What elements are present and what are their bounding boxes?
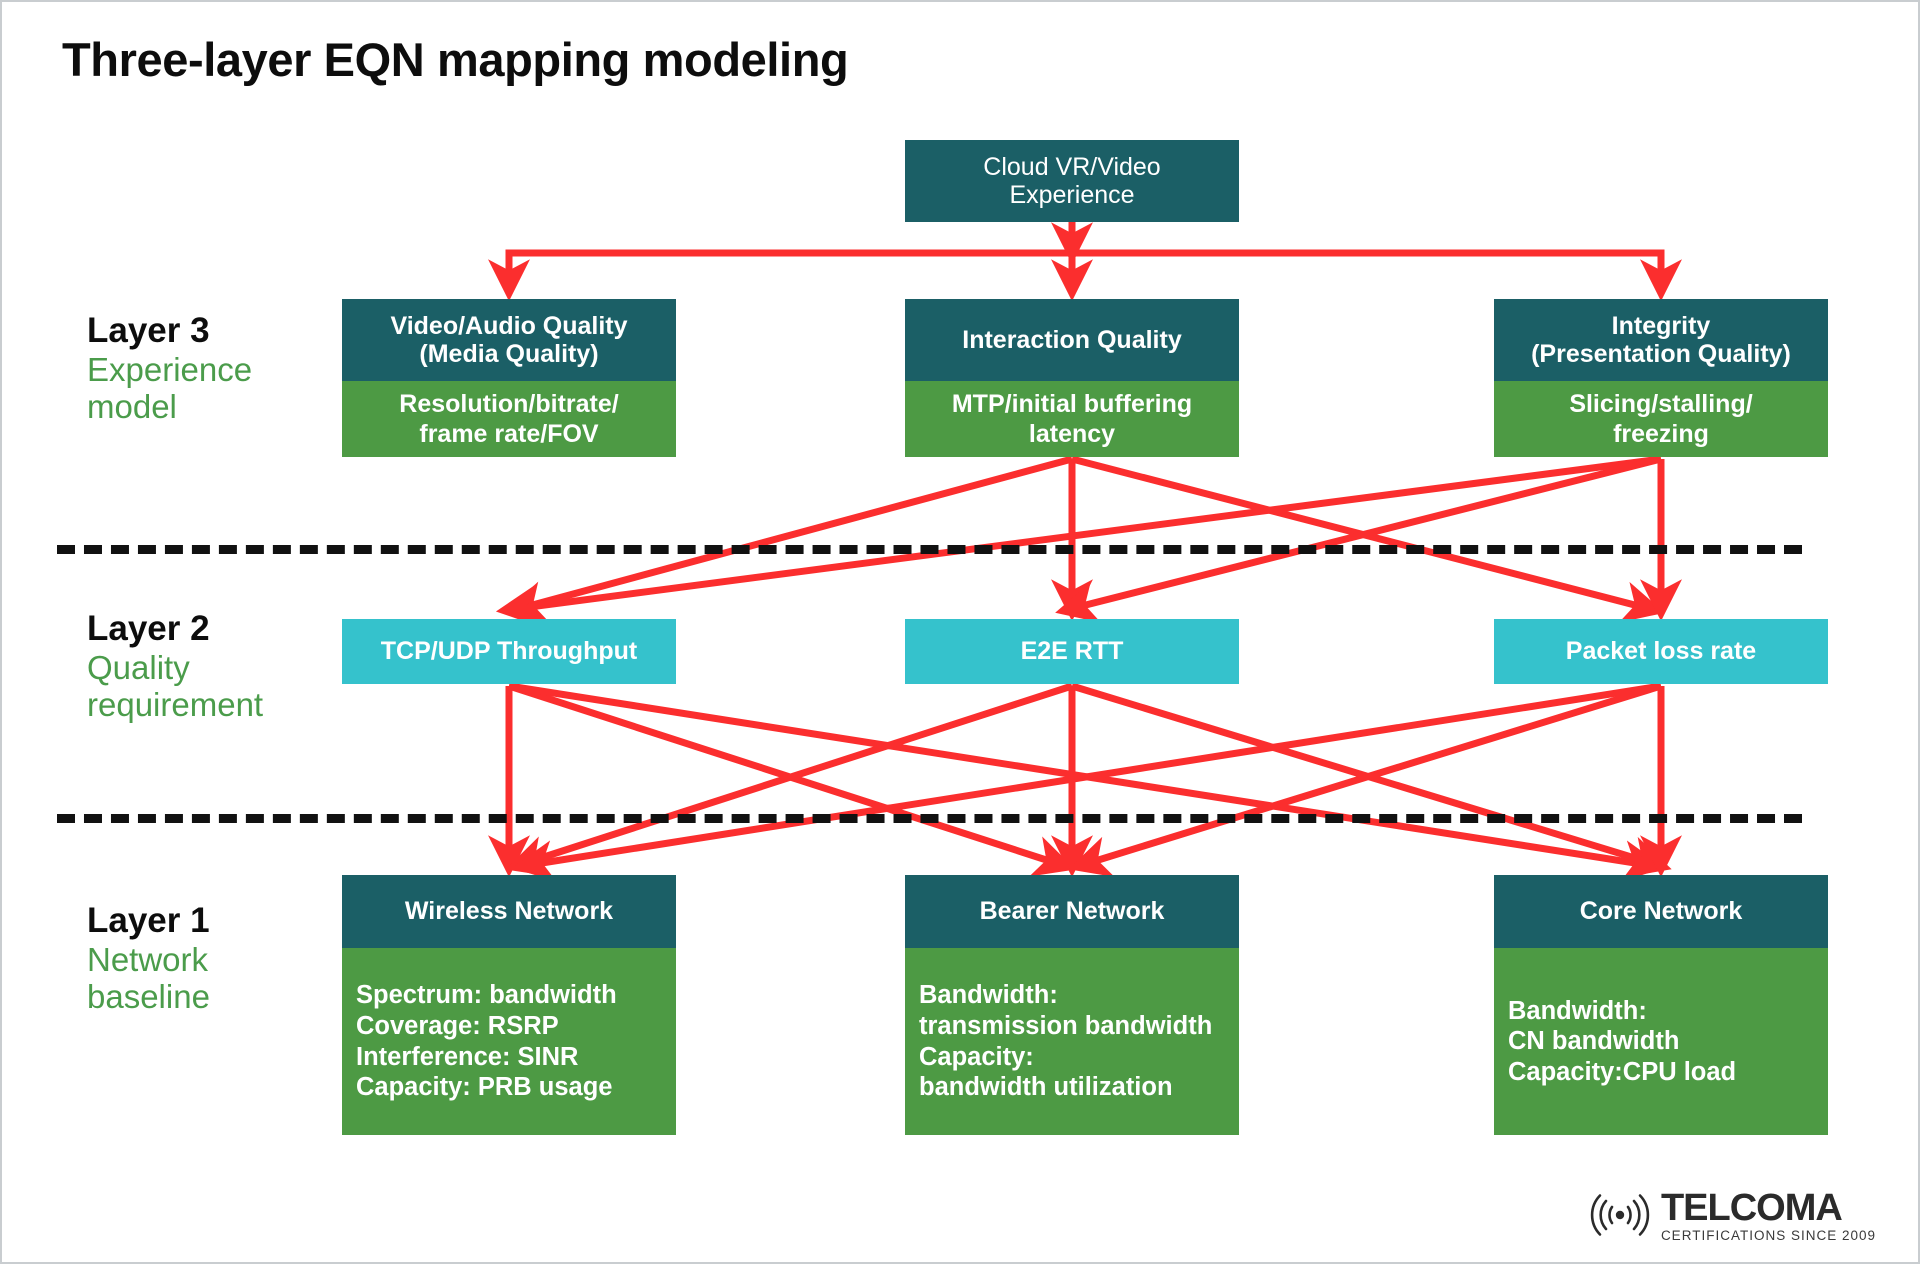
arrow-interaction-to-packetloss (1071, 455, 1665, 623)
core-line-3: Capacity:CPU load (1508, 1057, 1737, 1086)
media-quality-body-line2: frame rate/FOV (419, 420, 599, 448)
node-wireless-network[interactable]: Wireless Network Spectrum: bandwidth Cov… (342, 875, 676, 1135)
node-core-network[interactable]: Core Network Bandwidth: CN bandwidth Cap… (1494, 875, 1828, 1135)
node-packet-loss-rate-label: Packet loss rate (1494, 619, 1828, 684)
arrow-root-to-integrity (1072, 249, 1682, 302)
node-root-header: Cloud VR/Video Experience (905, 140, 1239, 222)
node-interaction-quality-body: MTP/initial buffering latency (905, 381, 1239, 457)
node-tcp-udp-throughput-label: TCP/UDP Throughput (342, 619, 676, 684)
integrity-body-line2: freezing (1613, 420, 1709, 448)
arrow-packetloss-to-wireless (511, 682, 1662, 882)
node-media-quality-header: Video/Audio Quality (Media Quality) (342, 299, 676, 381)
node-bearer-network-header: Bearer Network (905, 875, 1239, 948)
arrow-tcpudp-to-bearer (507, 682, 1076, 877)
arrow-interaction-to-tcpudp (503, 455, 1073, 623)
bearer-line-2: transmission bandwidth (919, 1011, 1213, 1040)
wireless-line-2: Coverage: RSRP (356, 1011, 559, 1040)
wireless-signal-icon (1590, 1194, 1650, 1237)
node-media-quality-body: Resolution/bitrate/ frame rate/FOV (342, 381, 676, 457)
layer3-to-layer2-connectors (495, 455, 1682, 627)
arrow-integrity-to-e2ertt (1055, 455, 1662, 623)
node-core-network-header: Core Network (1494, 875, 1828, 948)
bearer-line-3: Capacity: (919, 1042, 1034, 1071)
bearer-line-1: Bandwidth: (919, 981, 1058, 1010)
media-quality-header-line1: Video/Audio Quality (390, 311, 628, 340)
layer-2-subtitle-line2: requirement (87, 686, 264, 724)
page-title: Three-layer EQN mapping modeling (62, 33, 849, 86)
layer-1-number: Layer 1 (87, 901, 210, 940)
node-core-network-body: Bandwidth: CN bandwidth Capacity:CPU loa… (1494, 948, 1828, 1135)
arrow-integrity-to-tcpudp (495, 455, 1662, 627)
interaction-quality-body-line1: MTP/initial buffering (951, 390, 1193, 418)
layer-1-subtitle-line1: Network (87, 940, 209, 978)
node-cloud-vr-video-experience[interactable]: Cloud VR/Video Experience (905, 140, 1239, 222)
layer-label-2: Layer 2 Quality requirement (87, 610, 347, 723)
media-quality-body-line1: Resolution/bitrate/ (399, 390, 619, 418)
integrity-header-line1: Integrity (1611, 311, 1711, 340)
arrow-packetloss-to-bearer (1068, 682, 1663, 877)
node-bearer-network-body: Bandwidth: transmission bandwidth Capaci… (905, 948, 1239, 1135)
node-packet-loss-rate[interactable]: Packet loss rate (1494, 619, 1828, 684)
layer-divider-3-2 (57, 545, 1802, 554)
root-line2: Experience (1009, 181, 1135, 209)
wireless-line-1: Spectrum: bandwidth (356, 981, 617, 1010)
node-tcp-udp-throughput[interactable]: TCP/UDP Throughput (342, 619, 676, 684)
arrow-root-to-media-quality (488, 249, 1072, 302)
root-to-layer3-connectors (488, 222, 1682, 302)
arrow-tcpudp-to-core (508, 682, 1666, 882)
node-integrity-body: Slicing/stalling/ freezing (1494, 381, 1828, 457)
wireless-line-4: Capacity: PRB usage (356, 1073, 613, 1102)
layer-3-subtitle-line1: Experience (87, 350, 253, 388)
node-wireless-network-body: Spectrum: bandwidth Coverage: RSRP Inter… (342, 948, 676, 1135)
integrity-body-line1: Slicing/stalling/ (1569, 390, 1753, 418)
node-integrity[interactable]: Integrity (Presentation Quality) Slicing… (1494, 299, 1828, 457)
core-line-2: CN bandwidth (1508, 1027, 1680, 1056)
node-e2e-rtt-label: E2E RTT (905, 619, 1239, 684)
telcoma-logo: TELCOMA CERTIFICATIONS SINCE 2009 (1587, 1189, 1876, 1243)
node-integrity-header: Integrity (Presentation Quality) (1494, 299, 1828, 381)
node-bearer-network[interactable]: Bearer Network Bandwidth: transmission b… (905, 875, 1239, 1135)
node-interaction-quality[interactable]: Interaction Quality MTP/initial bufferin… (905, 299, 1239, 457)
layer-3-number: Layer 3 (87, 311, 210, 350)
logo-tagline: CERTIFICATIONS SINCE 2009 (1660, 1227, 1876, 1243)
layer-3-subtitle-line2: model (87, 388, 177, 426)
root-line1: Cloud VR/Video (983, 152, 1161, 181)
layer-label-3: Layer 3 Experience model (87, 312, 347, 425)
layer-1-subtitle-line2: baseline (87, 978, 210, 1016)
node-interaction-quality-header: Interaction Quality (905, 299, 1239, 381)
layer-2-number: Layer 2 (87, 609, 210, 648)
logo-brand: TELCOMA (1660, 1186, 1843, 1229)
layer2-to-layer1-connectors (488, 682, 1682, 882)
core-line-1: Bandwidth: (1508, 996, 1647, 1025)
node-e2e-rtt[interactable]: E2E RTT (905, 619, 1239, 684)
interaction-quality-header-line1: Interaction Quality (962, 325, 1182, 354)
layer-2-subtitle-line1: Quality (87, 648, 190, 686)
interaction-quality-body-line2: latency (1028, 420, 1116, 448)
layer-divider-2-1 (57, 814, 1802, 823)
layer-label-1: Layer 1 Network baseline (87, 902, 347, 1015)
integrity-header-line2: (Presentation Quality) (1531, 340, 1791, 368)
arrow-e2ertt-to-core (1070, 682, 1672, 878)
bearer-line-4: bandwidth utilization (919, 1073, 1173, 1102)
wireless-line-3: Interference: SINR (356, 1042, 579, 1071)
arrow-e2ertt-to-wireless (505, 682, 1074, 877)
node-media-quality[interactable]: Video/Audio Quality (Media Quality) Reso… (342, 299, 676, 457)
node-wireless-network-header: Wireless Network (342, 875, 676, 948)
media-quality-header-line2: (Media Quality) (419, 340, 599, 368)
